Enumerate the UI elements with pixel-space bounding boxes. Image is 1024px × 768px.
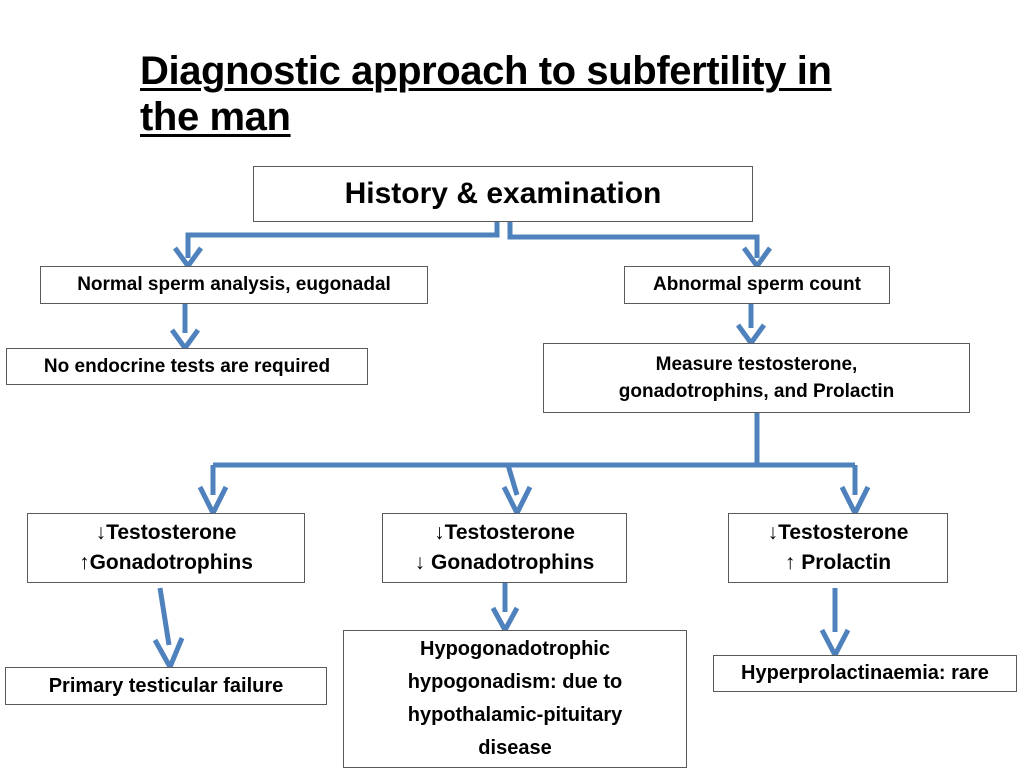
node-low-t-high-gn-line-1: ↓Testosterone [95,521,237,544]
connector-normal-sperm-to-no-endocrine [169,304,201,353]
node-measure-hormones[interactable]: Measure testosterone, gonadotrophins, an… [543,343,970,413]
page-title-line-2: the man [140,95,291,139]
node-normal-sperm-label: Normal sperm analysis, eugonadal [77,274,391,295]
connector-low-t-low-gn-to-hypogonadotrophic [490,583,520,636]
node-abnormal-sperm-label: Abnormal sperm count [653,274,861,295]
connector-history-to-normal-sperm [172,222,500,271]
node-primary-failure-label: Primary testicular failure [48,674,284,697]
node-hypogonadotrophic-hypogonadism[interactable]: Hypogonadotrophic hypogonadism: due to h… [343,630,687,768]
connector-history-to-abnormal-sperm [507,222,773,271]
node-abnormal-sperm-count[interactable]: Abnormal sperm count [624,266,890,304]
node-hypogonadotrophic-line-4: disease [478,737,552,759]
node-primary-testicular-failure[interactable]: Primary testicular failure [5,667,327,705]
connector-measure-to-branches [197,413,871,519]
node-low-testosterone-high-prolactin[interactable]: ↓Testosterone ↑ Prolactin [728,513,948,583]
node-low-testosterone-high-gonadotrophins[interactable]: ↓Testosterone ↑Gonadotrophins [27,513,305,583]
node-measure-line-2: gonadotrophins, and Prolactin [618,381,895,402]
node-history-and-examination[interactable]: History & examination [253,166,753,222]
node-measure-line-1: Measure testosterone, [655,354,858,375]
connector-low-t-high-gn-to-primary-failure [152,587,185,673]
node-hypogonadotrophic-line-1: Hypogonadotrophic [420,638,610,660]
node-history-label: History & examination [344,177,662,210]
node-hyperprolactinaemia[interactable]: Hyperprolactinaemia: rare [713,655,1017,692]
node-low-t-low-gn-line-2: ↓ Gonadotrophins [414,551,595,574]
node-low-t-high-gn-line-2: ↑Gonadotrophins [79,551,253,574]
node-normal-sperm-analysis[interactable]: Normal sperm analysis, eugonadal [40,266,428,304]
page-title: Diagnostic approach to subfertility in t… [140,48,1010,140]
connector-abnormal-sperm-to-measure [735,304,767,348]
node-hyperprolactinaemia-label: Hyperprolactinaemia: rare [741,662,989,684]
node-hypogonadotrophic-line-2: hypogonadism: due to [407,671,623,693]
node-low-t-low-gn-line-1: ↓Testosterone [434,521,575,544]
node-no-endocrine-tests[interactable]: No endocrine tests are required [6,348,368,385]
page-title-line-1: Diagnostic approach to subfertility in [140,49,832,93]
node-hypogonadotrophic-line-3: hypothalamic-pituitary [407,704,623,726]
node-low-t-high-prl-line-1: ↓Testosterone [767,521,909,544]
node-no-endocrine-label: No endocrine tests are required [43,355,331,377]
node-low-t-high-prl-line-2: ↑ Prolactin [784,551,892,574]
node-low-testosterone-low-gonadotrophins[interactable]: ↓Testosterone ↓ Gonadotrophins [382,513,627,583]
connector-low-t-high-prl-to-hyperprolactinaemia [819,588,851,661]
